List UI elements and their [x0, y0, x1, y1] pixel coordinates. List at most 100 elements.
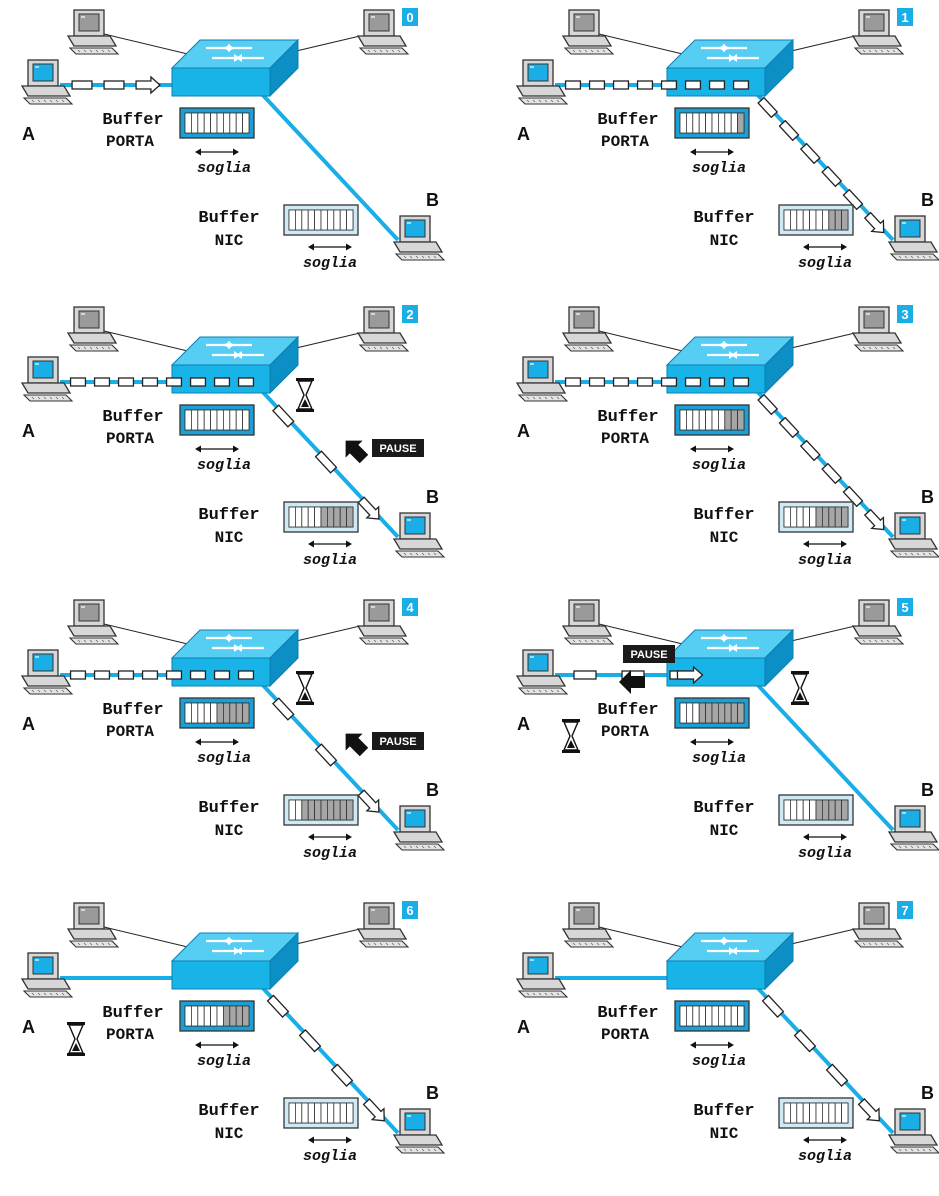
switch-arrowhead — [731, 351, 737, 359]
port-label: PORTA — [601, 723, 649, 741]
case-shape — [392, 1134, 444, 1146]
buffer-slot — [718, 112, 726, 134]
computer-top-left-icon — [66, 599, 120, 645]
step-badge — [402, 8, 418, 26]
key-shape — [532, 396, 536, 400]
screen-shape — [32, 63, 54, 82]
switch-side — [269, 335, 299, 395]
nic-buffer — [778, 794, 854, 826]
frames-switch-to-b — [761, 994, 880, 1122]
key-shape — [31, 396, 35, 400]
pause-arrow-to-a — [619, 670, 645, 694]
frame-packet — [117, 670, 135, 680]
buffer-slot — [307, 209, 316, 231]
screen-shape — [863, 603, 885, 622]
port-threshold-label: soglia — [692, 160, 746, 177]
keyboard-shape — [22, 687, 74, 695]
buffer-slot — [327, 1102, 335, 1124]
key-shape — [367, 639, 371, 643]
host-b-label: B — [426, 780, 439, 800]
key-shape — [397, 346, 401, 350]
key-shape — [880, 346, 884, 350]
frame-packet — [314, 450, 338, 474]
switch-front — [171, 960, 271, 990]
keyboard-shape — [517, 990, 569, 998]
key-shape — [526, 689, 530, 693]
buffer-slot — [339, 209, 348, 231]
screen-shape — [527, 63, 549, 82]
buffer-slot — [301, 209, 309, 231]
port-threshold-label: soglia — [692, 1053, 746, 1070]
buffer-slot — [223, 112, 231, 134]
nic-label: NIC — [710, 529, 739, 547]
key-shape — [55, 99, 59, 103]
key-shape — [922, 255, 926, 259]
key-shape — [880, 639, 884, 643]
port-threshold-label: soglia — [197, 1053, 251, 1070]
cable-top-right — [291, 35, 361, 53]
keyboard-shape — [853, 940, 905, 948]
screen-shape — [32, 653, 54, 672]
buffer-slot — [190, 112, 199, 134]
key-shape — [910, 845, 914, 849]
nic-buffer — [283, 794, 359, 826]
buffer-slot — [346, 506, 354, 528]
case-shape — [851, 35, 903, 47]
hourglass-glass — [67, 1024, 85, 1054]
key-shape — [55, 396, 59, 400]
buffer-slot — [730, 1005, 739, 1027]
nic-buffer — [778, 1097, 854, 1129]
keyboard-shape — [889, 843, 939, 851]
keyboard-shape — [853, 47, 905, 55]
key-shape — [373, 942, 377, 946]
key-shape — [928, 255, 932, 259]
frame-arrow — [863, 508, 885, 531]
key-shape — [886, 49, 890, 53]
frame-packet — [213, 377, 231, 387]
cable-top-left — [103, 926, 197, 950]
case-shape — [851, 928, 903, 940]
key-shape — [31, 99, 35, 103]
buffer-slot — [235, 409, 244, 431]
key-shape — [886, 639, 890, 643]
buffer-slot — [190, 702, 199, 724]
keyboard-shape — [517, 687, 569, 695]
frame-packet — [842, 485, 864, 508]
key-shape — [538, 396, 542, 400]
port-buffer-label: Buffer — [102, 701, 163, 720]
frame-entering-switch — [676, 665, 704, 685]
port-label: PORTA — [106, 133, 154, 151]
buffer-slot — [834, 1102, 843, 1124]
key-shape — [421, 1148, 425, 1152]
port-threshold-label: soglia — [692, 457, 746, 474]
frame-packet — [272, 404, 295, 428]
buffer-slot — [679, 409, 687, 431]
case-shape — [887, 1134, 939, 1146]
buffer-slot — [841, 506, 849, 528]
nic-label: NIC — [710, 232, 739, 250]
frames-a-to-switch — [564, 377, 750, 387]
frame-packet — [821, 462, 843, 485]
frame-arrow — [357, 789, 380, 813]
frame-arrow — [135, 75, 161, 95]
hourglass-cap-bottom — [791, 702, 809, 705]
port-buffer — [674, 107, 750, 139]
keyboard-shape — [563, 637, 615, 645]
key-shape — [55, 689, 59, 693]
key-shape — [415, 255, 419, 259]
key-shape — [367, 346, 371, 350]
buffer-slot — [184, 112, 192, 134]
key-shape — [107, 639, 111, 643]
buffer-slot — [229, 409, 237, 431]
key-shape — [421, 552, 425, 556]
key-shape — [43, 99, 47, 103]
frame-packet — [778, 416, 800, 439]
port-hourglass-icon — [791, 671, 809, 705]
key-shape — [89, 639, 93, 643]
pause-label-box: PAUSE — [372, 439, 424, 457]
key-shape — [379, 346, 383, 350]
buffer-slot — [796, 1102, 804, 1124]
buffer-slot — [229, 112, 237, 134]
